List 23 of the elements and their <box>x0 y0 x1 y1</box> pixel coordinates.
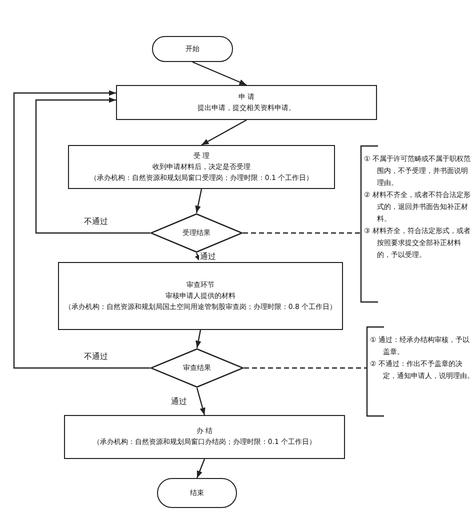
process-box <box>64 415 345 459</box>
end-terminal <box>157 478 237 508</box>
edge-label: 通过 <box>199 252 217 262</box>
decision-diamond <box>150 348 244 388</box>
process-box <box>58 262 343 330</box>
arrow <box>196 458 206 478</box>
edge-label: 不通过 <box>83 217 109 227</box>
arrow <box>192 61 247 86</box>
process-box <box>116 85 377 120</box>
arrow <box>201 119 247 146</box>
arrow <box>196 388 206 416</box>
decision-diamond <box>150 213 243 253</box>
start-terminal <box>152 36 233 62</box>
dashed-connector <box>244 367 367 369</box>
arrow <box>35 97 150 234</box>
arrow <box>196 330 202 348</box>
dashed-connector <box>243 232 361 234</box>
edge-label: 不通过 <box>83 352 109 362</box>
process-box <box>68 145 335 189</box>
edge-label: 通过 <box>170 397 188 407</box>
arrow <box>195 188 202 214</box>
arrow <box>13 90 150 369</box>
bracket-note <box>360 145 472 303</box>
